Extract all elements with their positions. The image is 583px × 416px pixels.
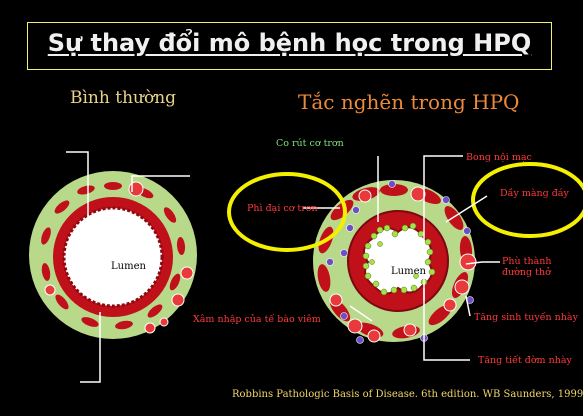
normal-leader-lines: [66, 151, 190, 383]
label-mucus-hypersecretion: Tăng tiết đờm nhày: [478, 355, 572, 366]
label-smooth-muscle-hypertrophy: Phì đại cơ trơn: [247, 203, 318, 214]
title-box: Sự thay đổi mô bệnh học trong HPQ: [27, 22, 552, 70]
normal-airway-heading: Bình thường: [70, 88, 177, 108]
label-smooth-muscle-contraction: Co rút cơ trơn: [276, 138, 344, 149]
asthma-muscle-layer: [317, 184, 473, 339]
label-airway-wall-edema-line2: đường thở: [502, 267, 551, 278]
highlight-muscle-hypertrophy: [227, 172, 347, 252]
highlight-basement-membrane: [471, 162, 583, 238]
label-inflammatory-infiltration: Xâm nhập của tế bào viêm: [193, 314, 321, 325]
asthma-airway: [227, 155, 583, 361]
label-epithelial-shedding: Bong nội mạc: [466, 152, 532, 163]
citation: Robbins Pathologic Basis of Disease. 6th…: [232, 389, 583, 400]
inflammatory-cells: [326, 180, 474, 344]
normal-muscle-layer: [41, 182, 186, 330]
label-basement-membrane-thickening: Dầy màng đáy: [500, 188, 569, 199]
normal-lumen: [62, 206, 164, 308]
label-gland-hyperplasia: Tăng sinh tuyến nhày: [474, 312, 578, 323]
asthma-lumen-label: Lumen: [391, 266, 426, 277]
label-airway-wall-edema: Phù thành đường thở: [502, 256, 552, 278]
asthma-leader-lines: [303, 155, 500, 361]
asthma-obstruction-heading: Tắc nghẽn trong HPQ: [298, 90, 520, 114]
normal-airway: [29, 151, 197, 383]
asthma-glands: [329, 186, 477, 343]
mucus-plugs: [362, 222, 436, 296]
label-airway-wall-edema-line1: Phù thành: [502, 256, 552, 267]
normal-lumen-label: Lumen: [111, 261, 146, 272]
slide-title: Sự thay đổi mô bệnh học trong HPQ: [47, 29, 532, 57]
